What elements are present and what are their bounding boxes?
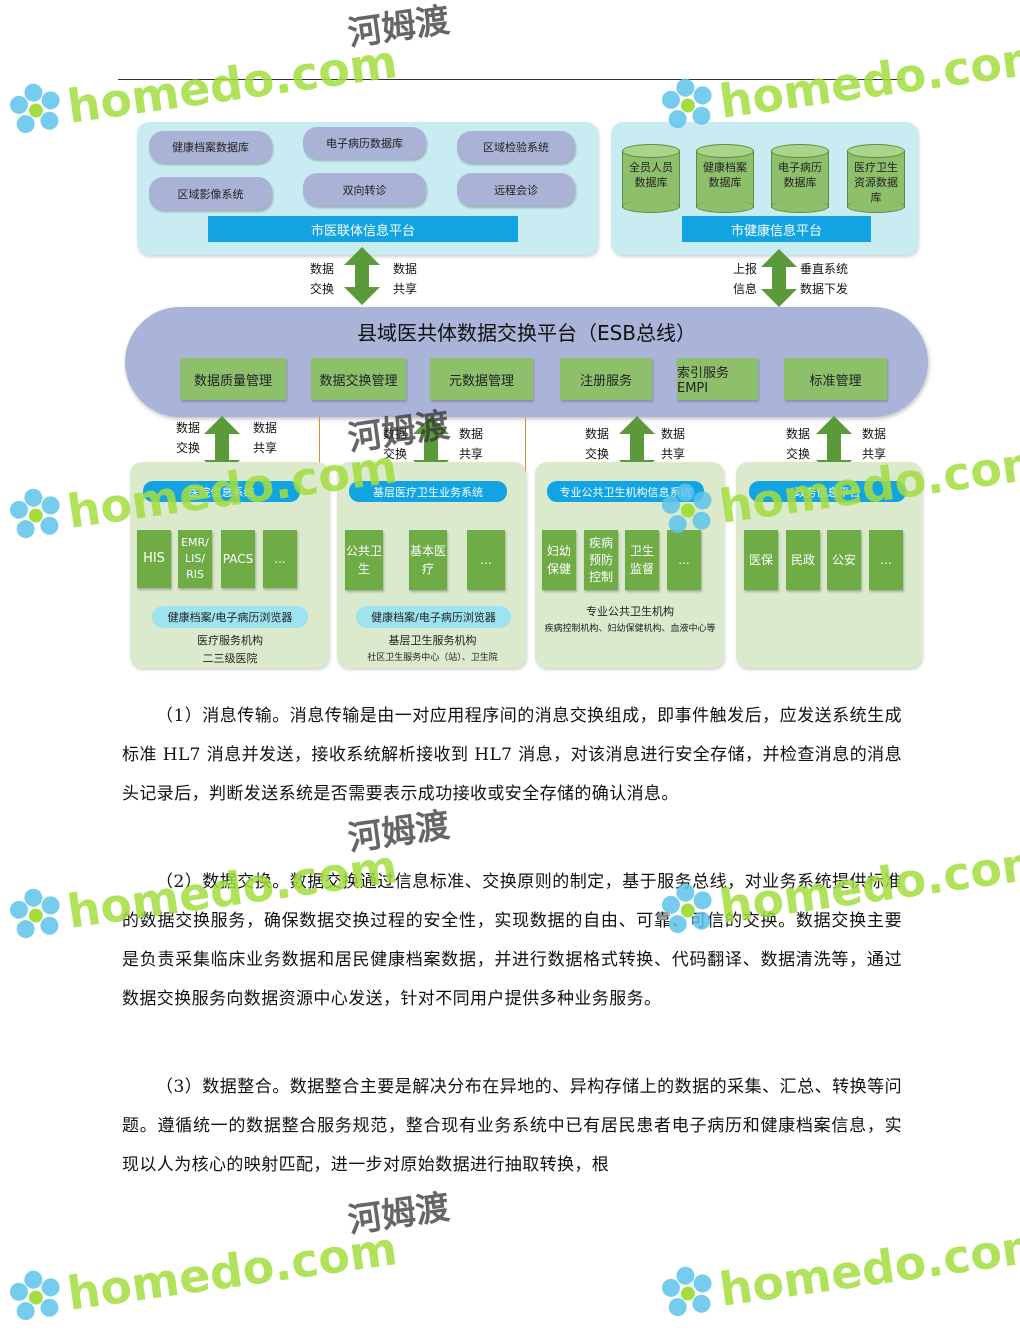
system-box: ... bbox=[263, 530, 297, 588]
panel-caption: 社区卫生服务中心（站）、卫生院 bbox=[367, 653, 498, 663]
esb-module: 索引服务EMPI bbox=[677, 358, 758, 400]
government-platform-bar: 政务信息平台 bbox=[749, 481, 906, 502]
system-box: 公共卫生 bbox=[345, 530, 383, 590]
system-box: HIS bbox=[137, 530, 171, 588]
arrow-label: 数据共享 bbox=[458, 427, 483, 461]
system-box: 民政 bbox=[786, 530, 820, 590]
arrow-label: 垂直系统数据下发 bbox=[799, 262, 848, 296]
panel-caption: 疾病控制机构、妇幼保健机构、血液中心等 bbox=[544, 624, 716, 634]
system-box: PACS bbox=[221, 530, 255, 588]
panel-caption: 基层卫生服务机构 bbox=[388, 634, 477, 647]
arrow-label: 数据共享 bbox=[392, 262, 417, 296]
system-box: 妇幼保健 bbox=[542, 530, 576, 590]
arrow-label: 数据交换 bbox=[584, 427, 609, 461]
paragraph-data-integration: （3）数据整合。数据整合主要是解决分布在异地的、异构存储上的数据的采集、汇总、转… bbox=[122, 1077, 902, 1175]
arrow-label: 数据交换 bbox=[175, 421, 200, 455]
header-rule bbox=[118, 79, 903, 80]
system-pill: 健康档案数据库 bbox=[149, 131, 272, 163]
system-box: 卫生监督 bbox=[625, 530, 659, 590]
esb-module: 注册服务 bbox=[560, 358, 652, 400]
database-cylinder: 全员人员数据库 bbox=[622, 144, 680, 214]
arrow-label: 数据共享 bbox=[861, 427, 886, 461]
system-box: 基本医疗 bbox=[409, 530, 447, 590]
paragraph-message-transport: （1）消息传输。消息传输是由一对应用程序间的消息交换组成，即事件触发后，应发送系… bbox=[122, 706, 902, 804]
record-browser: 健康档案/电子病历浏览器 bbox=[152, 606, 308, 628]
arrow-label: 数据交换 bbox=[785, 427, 810, 461]
esb-module: 元数据管理 bbox=[430, 358, 533, 400]
public-health-system-bar: 专业公共卫生机构信息系统 bbox=[547, 481, 704, 502]
flower-logo-icon bbox=[9, 1270, 60, 1321]
double-arrow-icon bbox=[761, 249, 797, 307]
system-box: ... bbox=[467, 530, 505, 590]
arrow-label: 数据共享 bbox=[660, 427, 685, 461]
system-pill: 区域影像系统 bbox=[149, 177, 272, 210]
system-box: 医保 bbox=[744, 530, 778, 590]
system-pill: 区域检验系统 bbox=[457, 131, 575, 163]
flower-logo-icon bbox=[9, 888, 60, 939]
esb-title: 县域医共体数据交换平台（ESB总线） bbox=[356, 321, 697, 345]
system-box: 公安 bbox=[827, 530, 861, 590]
arrow-label: 数据共享 bbox=[252, 421, 277, 455]
paragraph-data-exchange: （2）数据交换。数据交换通过信息标准、交换原则的制定，基于服务总线，对业务系统提… bbox=[122, 872, 902, 1009]
database-cylinder: 健康档案数据库 bbox=[696, 144, 754, 214]
system-box: 疾病预防控制 bbox=[584, 530, 618, 590]
panel-caption: 二三级医院 bbox=[202, 652, 258, 665]
hospital-system-bar: 医院信息系统 bbox=[143, 481, 300, 502]
primary-care-system-bar: 基层医疗卫生业务系统 bbox=[349, 481, 507, 502]
esb-module: 标准管理 bbox=[784, 358, 887, 400]
esb-module: 数据交换管理 bbox=[311, 358, 406, 400]
flower-logo-icon bbox=[9, 83, 60, 134]
system-box: EMR/ LIS/ RIS bbox=[178, 530, 212, 588]
double-arrow-icon bbox=[344, 247, 380, 305]
database-cylinder: 医疗卫生资源数据库 bbox=[847, 144, 905, 214]
city-medical-alliance-bar: 市医联体信息平台 bbox=[208, 216, 518, 242]
arrow-label: 数据交换 bbox=[309, 262, 334, 296]
esb-module: 数据质量管理 bbox=[180, 358, 286, 400]
panel-caption: 专业公共卫生机构 bbox=[586, 605, 674, 618]
database-cylinder: 电子病历数据库 bbox=[771, 144, 829, 214]
flower-logo-icon bbox=[661, 1266, 712, 1317]
system-pill: 双向转诊 bbox=[303, 173, 426, 206]
system-pill: 远程会诊 bbox=[457, 173, 575, 206]
panel-caption: 医疗服务机构 bbox=[197, 634, 263, 647]
arrow-label: 上报信息 bbox=[732, 262, 757, 296]
city-health-bar: 市健康信息平台 bbox=[682, 216, 871, 242]
flower-logo-icon bbox=[9, 488, 60, 539]
system-box: ... bbox=[667, 530, 701, 590]
record-browser: 健康档案/电子病历浏览器 bbox=[356, 606, 511, 628]
system-box: ... bbox=[869, 530, 903, 590]
system-pill: 电子病历数据库 bbox=[303, 127, 426, 159]
arrow-label: 数据交换 bbox=[382, 427, 407, 461]
